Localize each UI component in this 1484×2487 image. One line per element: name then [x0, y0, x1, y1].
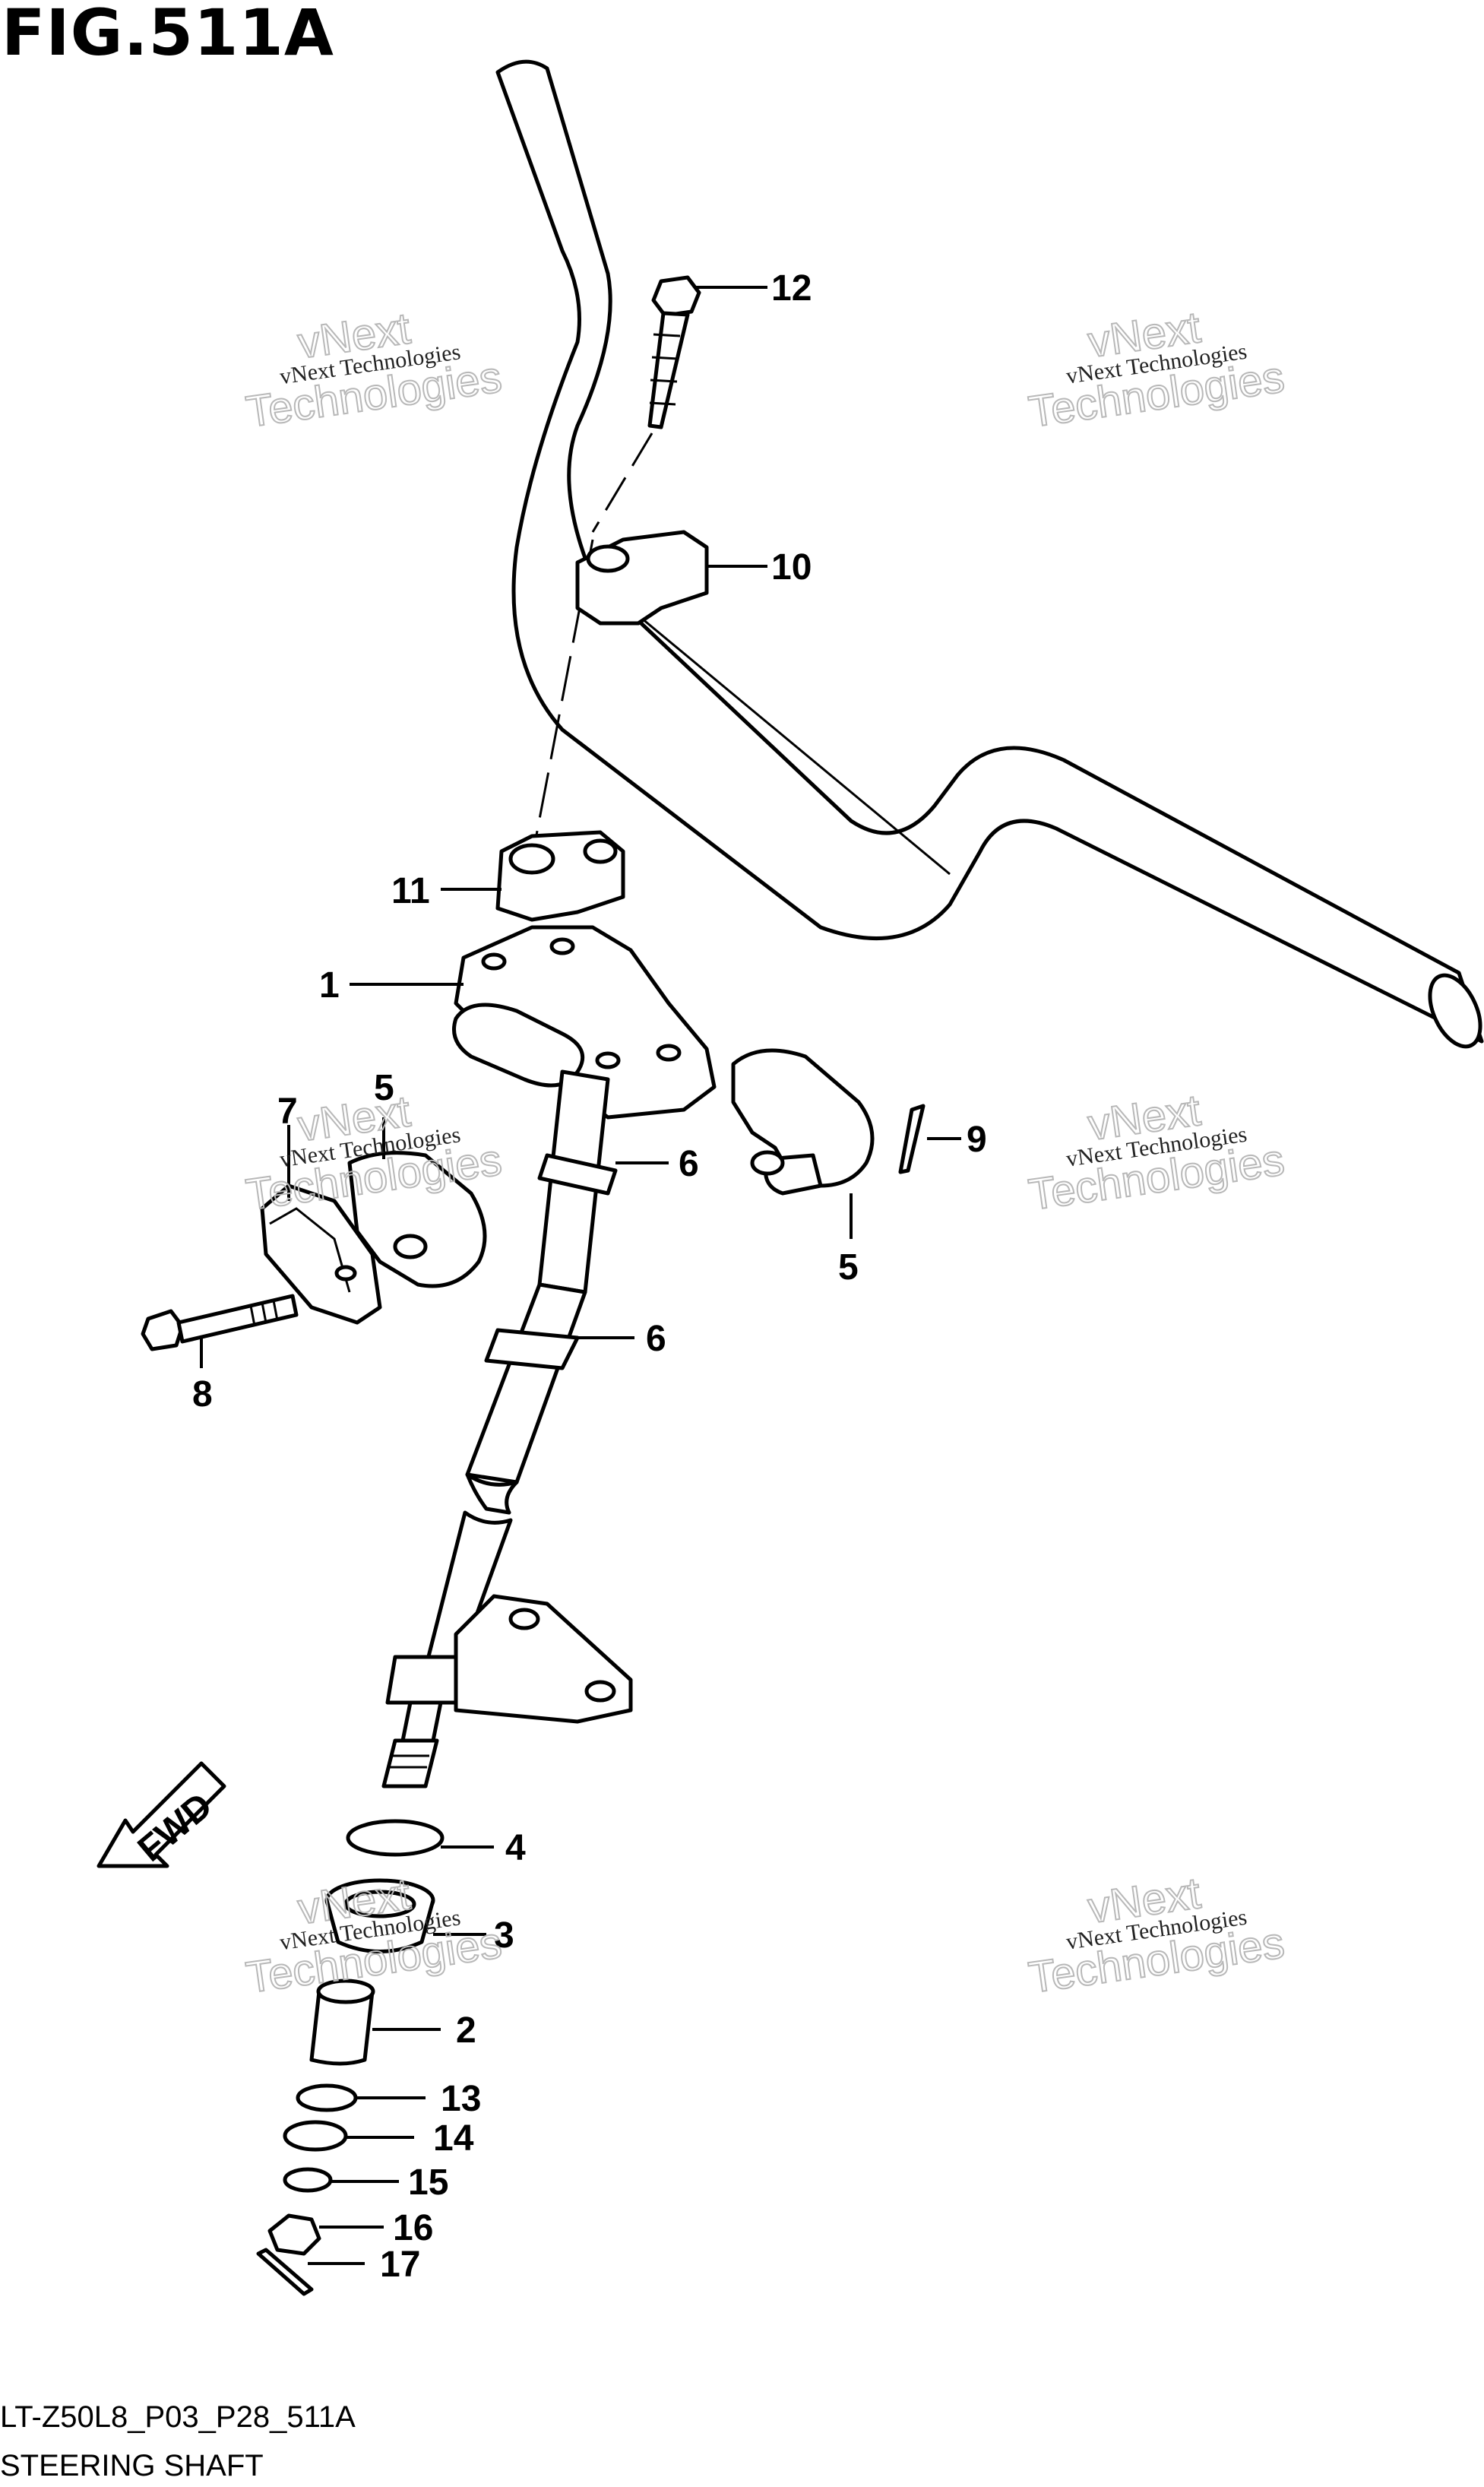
- callout-1: 1: [319, 965, 340, 1006]
- watermark: vNext Technologies vNext Technologies: [1025, 1085, 1288, 1221]
- bearing: [324, 1878, 435, 1953]
- watermark: vNext Technologies vNext Technologies: [1025, 302, 1288, 438]
- watermark: vNext Technologies vNext Technologies: [242, 303, 505, 437]
- cotter-pin-lower: [256, 2248, 314, 2296]
- lock-plate: [260, 1183, 382, 1325]
- callout-15: 15: [408, 2162, 448, 2203]
- figure-title: FIG.511A: [2, 0, 334, 70]
- callout-17: 17: [380, 2245, 420, 2285]
- callout-9: 9: [967, 1120, 987, 1160]
- watermark: vNext Technologies vNext Technologies: [1025, 1868, 1288, 2004]
- callout-14: 14: [433, 2118, 474, 2159]
- bolt-axis-line: [591, 432, 653, 533]
- clamp-axis-line: [530, 539, 594, 860]
- holder-bolt: [141, 1294, 299, 1351]
- callout-6-lower: 6: [646, 1319, 666, 1359]
- callout-4: 4: [505, 1828, 526, 1868]
- watermarks: vNext Technologies vNext Technologies vN…: [242, 302, 1288, 2004]
- steering-shaft: [381, 1069, 633, 1788]
- callout-12: 12: [771, 268, 812, 309]
- leader-lines: [200, 286, 961, 2265]
- watermark: vNext Technologies vNext Technologies: [242, 1868, 505, 2003]
- upper-clamp: [575, 530, 709, 626]
- figure-code: LT-Z50L8_P03_P28_511A: [0, 2400, 356, 2434]
- handlebar-clamp-bolt: [647, 275, 701, 429]
- callout-13: 13: [441, 2079, 481, 2119]
- callout-2: 2: [456, 2010, 476, 2051]
- bearing-holder-left: [347, 1151, 487, 1288]
- cotter-pin-upper: [898, 1104, 926, 1174]
- callout-5-left: 5: [374, 1068, 394, 1108]
- callout-6-upper: 6: [679, 1144, 699, 1184]
- washer-13: [296, 2083, 358, 2112]
- nut: [267, 2213, 321, 2256]
- washer-15: [283, 2167, 333, 2193]
- fwd-arrow-icon: FWD: [97, 1761, 226, 1870]
- callout-3: 3: [494, 1915, 514, 1956]
- callouts: 12 10 11 1 7 5 6 5 9 6 8 4 3 2 13 14 15 …: [192, 268, 987, 2285]
- washer-14: [283, 2120, 348, 2152]
- callout-11: 11: [391, 871, 430, 911]
- handlebar: [495, 59, 1484, 1049]
- callout-5-right: 5: [838, 1247, 859, 1288]
- bearing-holder-right: [731, 1048, 875, 1196]
- callout-10: 10: [771, 547, 812, 588]
- lower-clamp: [495, 830, 625, 922]
- figure-name: STEERING SHAFT: [0, 2449, 264, 2482]
- callout-16: 16: [393, 2208, 433, 2248]
- oil-seal: [346, 1819, 445, 1857]
- callout-8: 8: [192, 1374, 213, 1415]
- callout-7: 7: [277, 1091, 298, 1132]
- bushing: [309, 1979, 375, 2066]
- handlebar-holder: [452, 925, 717, 1120]
